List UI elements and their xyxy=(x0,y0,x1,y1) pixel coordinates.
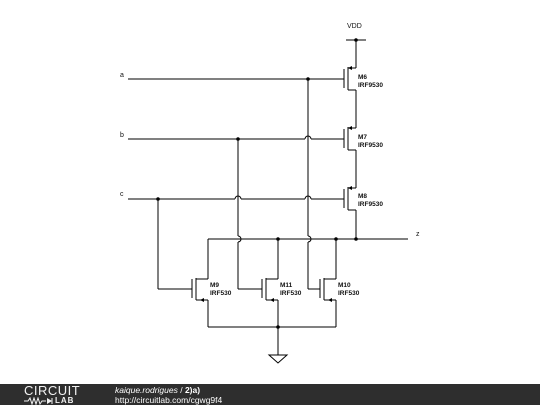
vdd-label: VDD xyxy=(347,23,362,30)
circuitlab-logo-lab: LAB xyxy=(55,396,75,405)
nmos-transistor-m9 xyxy=(191,278,209,327)
m9-part: IRF530 xyxy=(210,290,232,297)
m7-part: IRF9530 xyxy=(358,142,383,149)
input-b-label: b xyxy=(120,132,124,139)
m8-part: IRF9530 xyxy=(358,201,383,208)
nmos-transistor-m11 xyxy=(261,278,279,327)
input-a-label: a xyxy=(120,72,124,79)
pmos-transistor-m8 xyxy=(343,180,357,239)
pmos-transistor-m7 xyxy=(343,120,357,180)
circuitlab-logo-text: CIRCUIT xyxy=(24,383,81,398)
output-node-wires xyxy=(207,237,408,279)
gate-feed-wires xyxy=(157,79,320,290)
m6-part: IRF9530 xyxy=(358,82,383,89)
m7-name: M7 xyxy=(358,134,367,141)
m10-part: IRF530 xyxy=(338,290,360,297)
author-line: kaique.rodrigues / 2)a) xyxy=(115,385,200,395)
author-username[interactable]: kaique.rodrigues xyxy=(115,385,178,395)
schematic-diagram: VDD a b c z M6 IRF9530 xyxy=(120,23,420,364)
nmos-transistor-m10 xyxy=(319,278,337,327)
m9-name: M9 xyxy=(210,282,219,289)
author-separator: / xyxy=(177,385,185,395)
m10-name: M10 xyxy=(338,282,351,289)
vdd-rail-symbol xyxy=(346,38,366,60)
circuit-url-link[interactable]: http://circuitlab.com/cgwg9f4 xyxy=(115,395,223,405)
input-c-label: c xyxy=(120,191,124,198)
ground-wires xyxy=(208,325,336,355)
input-wires xyxy=(128,77,344,201)
circuit-title[interactable]: 2)a) xyxy=(184,385,201,395)
footer-bar: CIRCUIT LAB kaique.rodrigues / 2)a) http… xyxy=(0,384,540,405)
resistor-logo-icon xyxy=(24,397,53,405)
output-z-label: z xyxy=(416,231,420,238)
m11-part: IRF530 xyxy=(280,290,302,297)
m8-name: M8 xyxy=(358,193,367,200)
m6-name: M6 xyxy=(358,74,367,81)
m11-name: M11 xyxy=(280,282,293,289)
pmos-transistor-m6 xyxy=(343,60,357,120)
ground-symbol-icon xyxy=(267,354,289,364)
